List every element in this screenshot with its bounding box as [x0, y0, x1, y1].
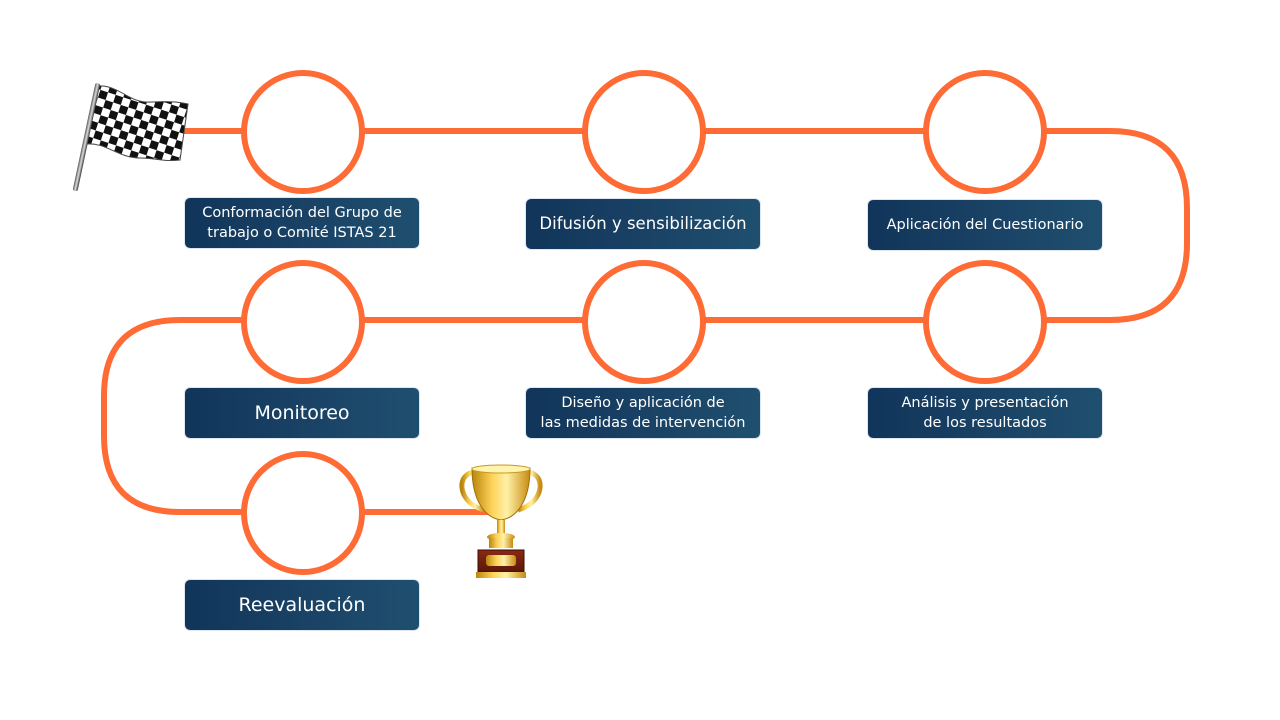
step-circle-conformacion: [241, 70, 365, 194]
step-label-monitoreo: Monitoreo: [185, 388, 419, 438]
step-circle-analisis: [923, 260, 1047, 384]
step-circle-diseno: [582, 260, 706, 384]
step-label-diseno: Diseño y aplicación de las medidas de in…: [526, 388, 760, 438]
checkered-flag-icon: [72, 83, 189, 192]
step-label-difusion: Difusión y sensibilización: [526, 199, 760, 249]
step-label-analisis: Análisis y presentación de los resultado…: [868, 388, 1102, 438]
step-circle-reevaluacion: [241, 451, 365, 575]
step-label-aplicacion: Aplicación del Cuestionario: [868, 200, 1102, 250]
step-circle-monitoreo: [241, 260, 365, 384]
step-circle-aplicacion: [923, 70, 1047, 194]
trophy-icon: [459, 464, 543, 578]
step-label-conformacion: Conformación del Grupo de trabajo o Comi…: [185, 198, 419, 248]
step-label-reevaluacion: Reevaluación: [185, 580, 419, 630]
step-circle-difusion: [582, 70, 706, 194]
